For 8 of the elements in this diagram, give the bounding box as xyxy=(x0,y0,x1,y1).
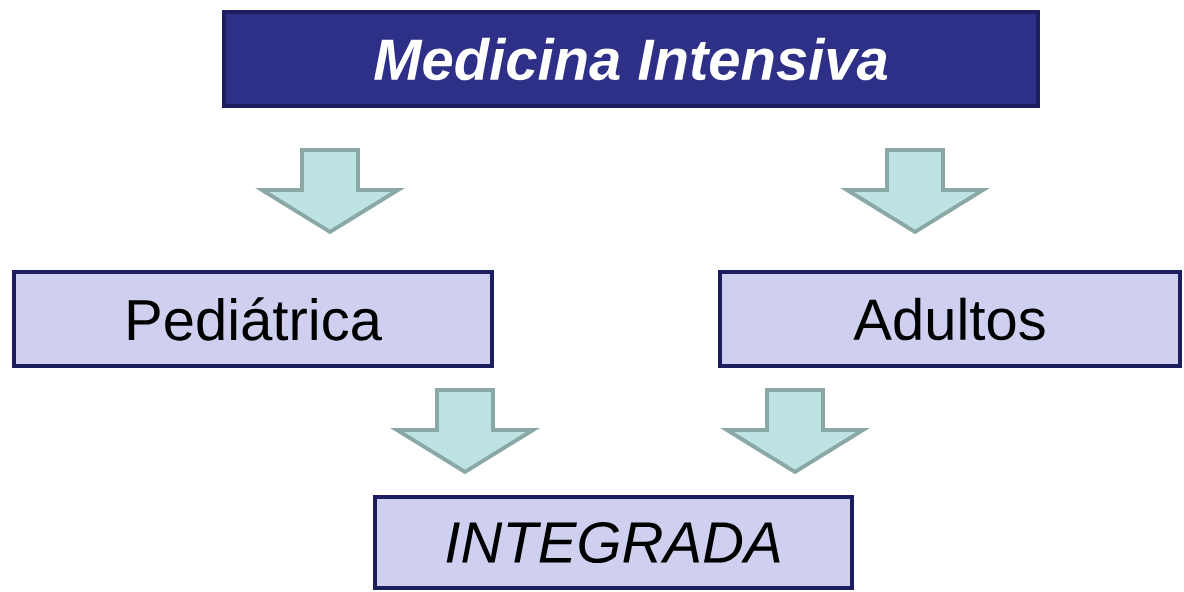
category-box: INTEGRADA xyxy=(373,495,854,590)
block-arrow xyxy=(389,388,541,475)
category-box: Adultos xyxy=(718,270,1182,368)
category-box: Pediátrica xyxy=(12,270,494,368)
block-arrow xyxy=(839,148,991,235)
block-arrow xyxy=(254,148,406,235)
title-box: Medicina Intensiva xyxy=(222,10,1040,108)
block-arrow xyxy=(719,388,871,475)
